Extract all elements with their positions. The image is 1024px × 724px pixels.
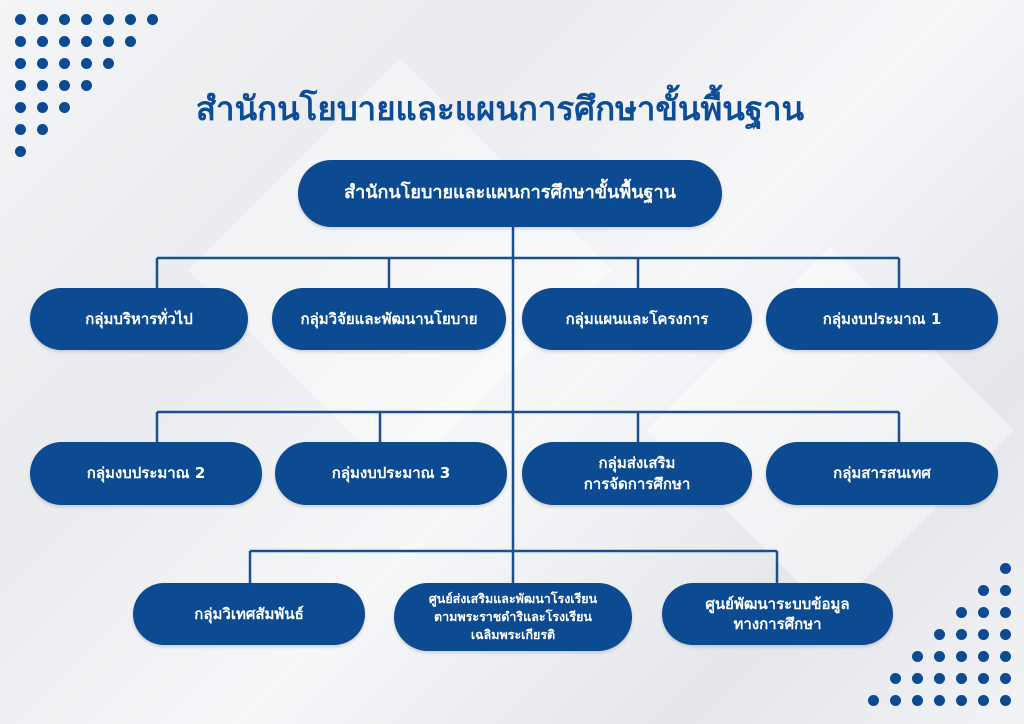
dot [1000,651,1011,662]
dot [125,14,136,25]
dot [15,124,26,135]
dot [15,58,26,69]
unit-box: กลุ่มแผนและโครงการ [522,288,752,350]
dot [81,36,92,47]
dot [15,14,26,25]
dot [1000,607,1011,618]
dot [15,80,26,91]
unit-box: กลุ่มวิจัยและพัฒนานโยบาย [272,288,506,350]
dot [978,651,989,662]
dot [978,673,989,684]
dot [956,673,967,684]
unit-box: กลุ่มงบประมาณ 1 [766,288,998,350]
dot [37,124,48,135]
dot [37,102,48,113]
dot [1000,563,1011,574]
unit-box: ศูนย์พัฒนาระบบข้อมูล ทางการศึกษา [662,583,893,645]
unit-label: กลุ่มงบประมาณ 2 [86,464,206,483]
dot [59,102,70,113]
dot [81,80,92,91]
dot [890,695,901,706]
dot [15,36,26,47]
dot [37,36,48,47]
unit-label: กลุ่มวิจัยและพัฒนานโยบาย [300,309,478,328]
dot [978,607,989,618]
dot [15,102,26,113]
unit-label: กลุ่มส่งเสริม การจัดการศึกษา [583,454,691,493]
dot [1000,585,1011,596]
dot [956,629,967,640]
unit-label: กลุ่มบริหารทั่วไป [85,309,193,328]
dot [103,36,114,47]
unit-box: กลุ่มส่งเสริม การจัดการศึกษา [522,442,752,505]
dot [1000,629,1011,640]
dot [912,673,923,684]
dot [978,585,989,596]
page-title: สำนักนโยบายและแผนการศึกษาขั้นพื้นฐาน [195,89,805,128]
dot [912,695,923,706]
unit-label: กลุ่มแผนและโครงการ [565,309,709,328]
dot [59,14,70,25]
unit-label: กลุ่มงบประมาณ 3 [331,464,451,483]
dot [890,673,901,684]
dot [978,695,989,706]
dot [978,629,989,640]
unit-box: กลุ่มสารสนเทศ [766,442,998,505]
unit-box: กลุ่มวิเทศสัมพันธ์ [133,583,365,645]
unit-label: กลุ่มงบประมาณ 1 [822,309,942,328]
dot [37,58,48,69]
dot [59,36,70,47]
dot [81,58,92,69]
dot [1000,695,1011,706]
unit-box: กลุ่มบริหารทั่วไป [30,288,248,350]
dot [934,673,945,684]
dot [37,80,48,91]
unit-box: กลุ่มงบประมาณ 3 [275,442,507,505]
dot [1000,673,1011,684]
root-unit-label: สำนักนโยบายและแผนการศึกษาขั้นพื้นฐาน [344,182,676,204]
dot [934,629,945,640]
unit-box: ศูนย์ส่งเสริมและพัฒนาโรงเรียน ตามพระราชด… [394,583,632,651]
dot [956,651,967,662]
unit-label: ศูนย์พัฒนาระบบข้อมูล ทางการศึกษา [705,594,850,633]
dot [37,14,48,25]
dot [868,695,879,706]
dot [934,651,945,662]
dot [59,80,70,91]
dot [103,14,114,25]
dot [956,695,967,706]
dot [103,58,114,69]
unit-label: กลุ่มสารสนเทศ [833,464,931,483]
dot [81,14,92,25]
unit-box: กลุ่มงบประมาณ 2 [30,442,262,505]
dot [912,651,923,662]
dot [147,14,158,25]
unit-label: ศูนย์ส่งเสริมและพัฒนาโรงเรียน ตามพระราชด… [428,590,598,643]
dot [15,146,26,157]
dot [59,58,70,69]
dot [125,36,136,47]
dot [956,607,967,618]
dot [934,695,945,706]
unit-label: กลุ่มวิเทศสัมพันธ์ [194,604,304,623]
root-unit-box: สำนักนโยบายและแผนการศึกษาขั้นพื้นฐาน [298,160,722,227]
